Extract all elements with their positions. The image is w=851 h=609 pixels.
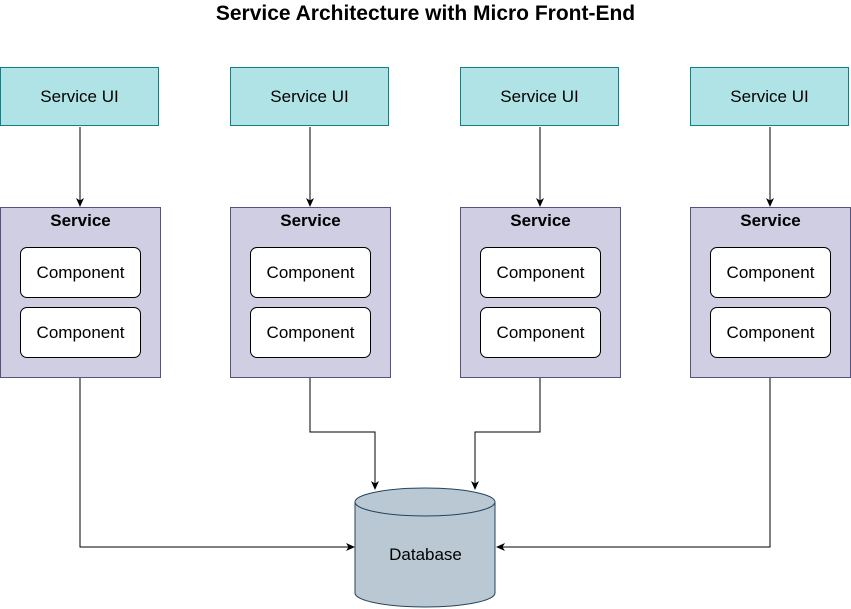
component-box-2a[interactable]: Component — [250, 247, 371, 298]
component-label: Component — [726, 262, 815, 282]
component-box-1a[interactable]: Component — [20, 247, 141, 298]
edge-service2-to-database — [309, 377, 379, 490]
component-box-1b[interactable]: Component — [20, 307, 141, 358]
component-label: Component — [36, 322, 125, 342]
service-box-3[interactable]: Service Component Component — [460, 207, 621, 378]
service-ui-box-4[interactable]: Service UI — [690, 67, 849, 126]
component-label: Component — [266, 322, 355, 342]
component-box-3a[interactable]: Component — [480, 247, 601, 298]
service-label-4: Service — [740, 211, 801, 230]
component-label: Component — [496, 322, 585, 342]
database-label: Database — [389, 545, 462, 564]
component-box-4b[interactable]: Component — [710, 307, 831, 358]
service-ui-box-2[interactable]: Service UI — [230, 67, 389, 126]
service-ui-label-1: Service UI — [40, 86, 119, 106]
service-box-1[interactable]: Service Component Component — [0, 207, 161, 378]
service-ui-label-2: Service UI — [270, 86, 349, 106]
service-ui-box-1[interactable]: Service UI — [0, 67, 159, 126]
service-ui-label-4: Service UI — [730, 86, 809, 106]
edge-service1-to-database — [79, 377, 355, 551]
service-label-3: Service — [510, 211, 571, 230]
edge-service3-to-database — [471, 377, 541, 490]
diagram-title: Service Architecture with Micro Front-En… — [215, 2, 636, 25]
service-box-2[interactable]: Service Component Component — [230, 207, 391, 378]
edge-service4-to-database — [496, 377, 771, 551]
component-label: Component — [266, 262, 355, 282]
component-label: Component — [726, 322, 815, 342]
database-cylinder — [354, 487, 496, 608]
service-ui-box-3[interactable]: Service UI — [460, 67, 619, 126]
component-box-3b[interactable]: Component — [480, 307, 601, 358]
service-label-1: Service — [50, 211, 111, 230]
component-box-4a[interactable]: Component — [710, 247, 831, 298]
component-box-2b[interactable]: Component — [250, 307, 371, 358]
service-label-2: Service — [280, 211, 341, 230]
component-label: Component — [36, 262, 125, 282]
service-box-4[interactable]: Service Component Component — [690, 207, 851, 378]
component-label: Component — [496, 262, 585, 282]
service-ui-label-3: Service UI — [500, 86, 579, 106]
